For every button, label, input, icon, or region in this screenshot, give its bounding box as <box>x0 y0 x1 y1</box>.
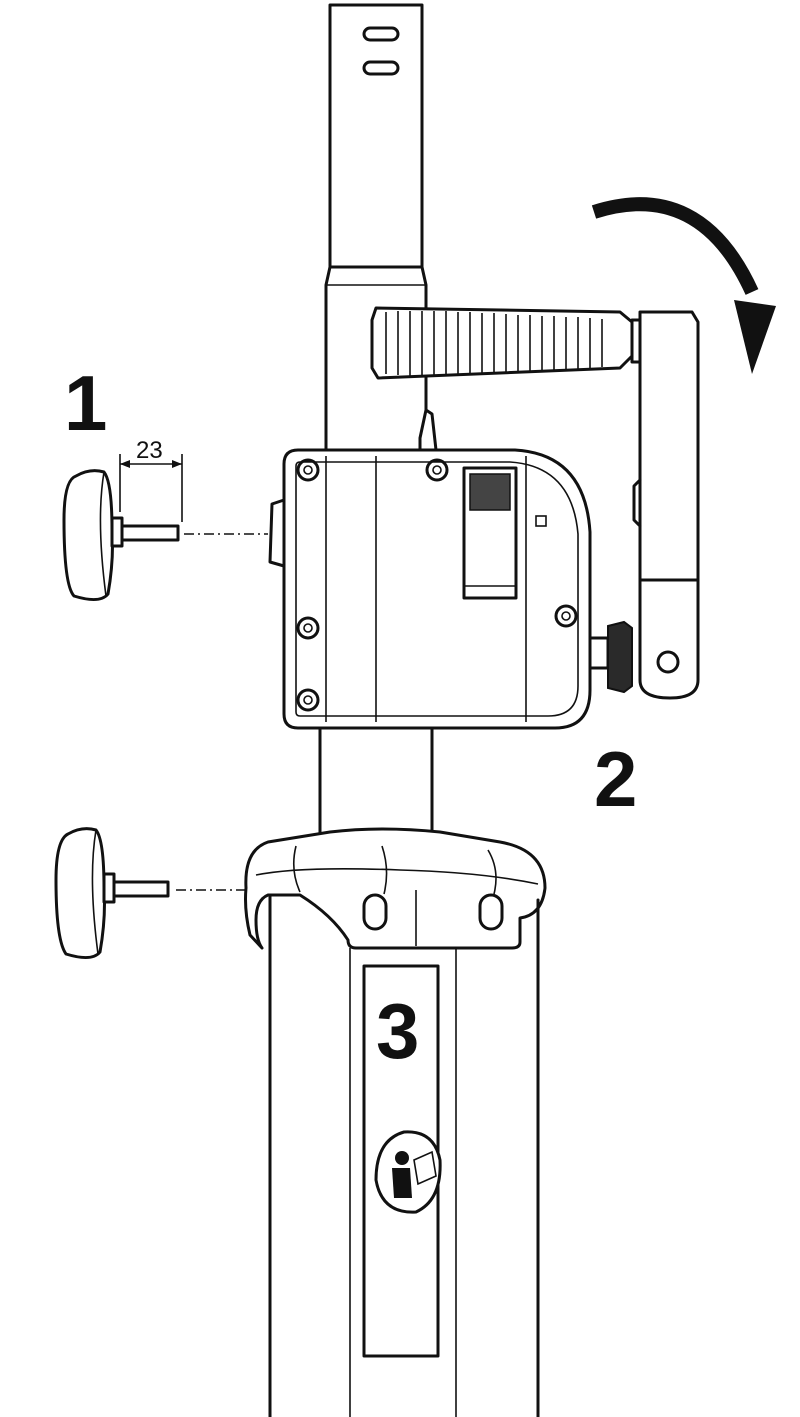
read-manual-icon <box>374 1130 442 1214</box>
middle-tube-collar <box>244 726 547 950</box>
step-3-label: 3 <box>376 987 419 1075</box>
rotate-clockwise-arrow-icon <box>591 197 776 374</box>
step-1-label: 1 <box>64 359 107 447</box>
crank-handle <box>370 306 700 700</box>
knob-1 <box>62 454 268 601</box>
dimension-label: 23 <box>136 437 163 464</box>
upper-tube <box>324 3 428 457</box>
gearbox-housing <box>268 408 633 730</box>
knob-3 <box>54 827 246 959</box>
step-2-label: 2 <box>594 735 637 823</box>
